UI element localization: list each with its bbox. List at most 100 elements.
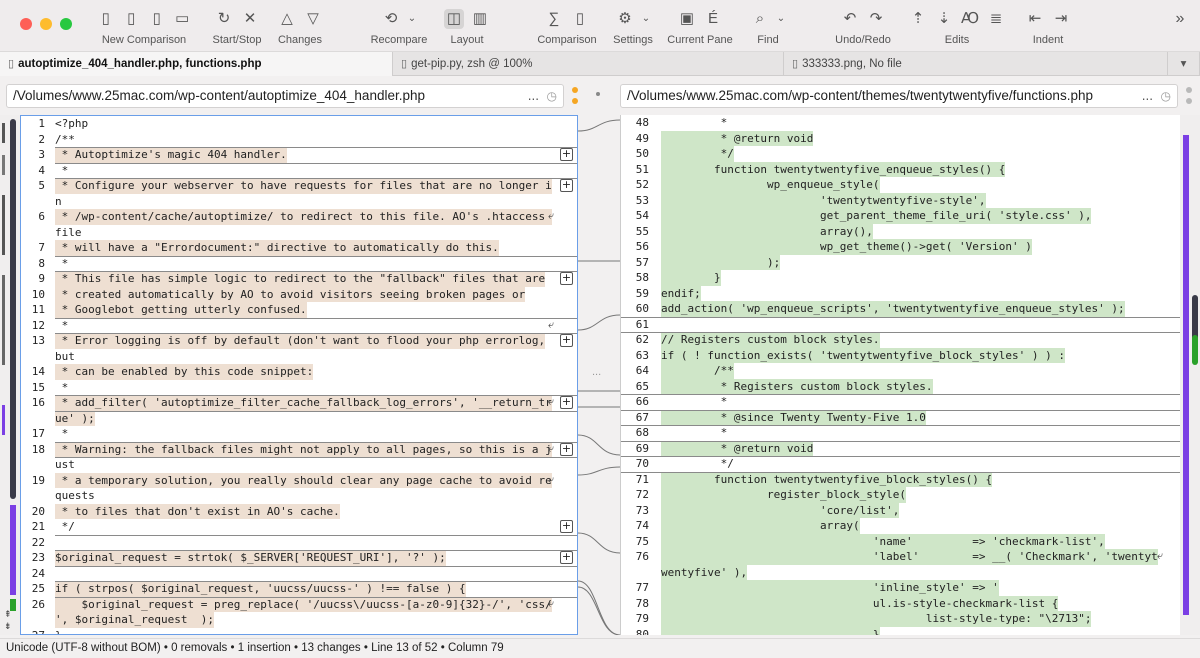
- merge-change-button[interactable]: +: [560, 147, 573, 161]
- layout-three-pane-icon[interactable]: ▥: [472, 10, 488, 27]
- code-line[interactable]: 51 function twentytwentyfive_enqueue_sty…: [621, 161, 1180, 177]
- code-line[interactable]: 3 * Autoptimize's magic 404 handler.: [21, 147, 577, 163]
- merge-change-button[interactable]: +: [560, 178, 573, 192]
- redo-icon[interactable]: ↷: [869, 10, 883, 27]
- code-line[interactable]: 53 'twentytwentyfive-style',: [621, 192, 1180, 208]
- code-line[interactable]: n: [21, 194, 577, 210]
- search-icon[interactable]: ⌕: [755, 10, 765, 27]
- code-line[interactable]: 23$original_request = strtok( $_SERVER['…: [21, 550, 577, 566]
- code-line[interactable]: 7 * will have a "Errordocument:" directi…: [21, 240, 577, 256]
- code-line[interactable]: 21 */: [21, 519, 577, 535]
- code-line[interactable]: 12 *: [21, 318, 577, 334]
- left-path-more-button[interactable]: ...: [527, 88, 539, 103]
- code-line[interactable]: 14 * can be enabled by this code snippet…: [21, 364, 577, 380]
- report-icon[interactable]: ▯: [575, 10, 585, 27]
- code-line[interactable]: 24: [21, 566, 577, 582]
- close-window-button[interactable]: [20, 18, 32, 30]
- code-line[interactable]: 20 * to files that don't exist in AO's c…: [21, 503, 577, 519]
- merge-change-button[interactable]: +: [560, 333, 573, 347]
- code-line[interactable]: 64 /**: [621, 363, 1180, 379]
- code-line[interactable]: 1<?php: [21, 116, 577, 132]
- code-line[interactable]: 19 * a temporary solution, you really sh…: [21, 472, 577, 488]
- tab-get-pip[interactable]: ▯get-pip.py, zsh @ 100%: [393, 52, 784, 76]
- code-line[interactable]: 58 }: [621, 270, 1180, 286]
- code-line[interactable]: 27}: [21, 628, 577, 635]
- merge-change-button[interactable]: +: [560, 519, 573, 533]
- stop-icon[interactable]: ✕: [243, 10, 257, 27]
- code-line[interactable]: 17 *: [21, 426, 577, 442]
- copy-right-icon[interactable]: ⇣: [937, 10, 951, 27]
- code-line[interactable]: 49 * @return void: [621, 130, 1180, 146]
- refresh-icon[interactable]: ↻: [217, 10, 231, 27]
- recompare-icon[interactable]: ⟲: [384, 10, 398, 27]
- code-line[interactable]: 73 'core/list',: [621, 502, 1180, 518]
- code-line[interactable]: 13 * Error logging is off by default (do…: [21, 333, 577, 349]
- minimize-window-button[interactable]: [40, 18, 52, 30]
- code-line[interactable]: 11 * Googlebot getting utterly confused.: [21, 302, 577, 318]
- format-icon[interactable]: Ꜵ: [960, 10, 980, 27]
- merge-change-button[interactable]: +: [560, 550, 573, 564]
- code-line[interactable]: 52 wp_enqueue_style(: [621, 177, 1180, 193]
- code-line[interactable]: 66 *: [621, 394, 1180, 410]
- code-line[interactable]: 4 *: [21, 163, 577, 179]
- merge-change-button[interactable]: +: [560, 271, 573, 285]
- code-line[interactable]: 5 * Configure your webserver to have req…: [21, 178, 577, 194]
- outdent-icon[interactable]: ⇤: [1028, 10, 1042, 27]
- code-line[interactable]: 77 'inline_style' => ': [621, 580, 1180, 596]
- code-line[interactable]: 79 list-style-type: "\2713";: [621, 611, 1180, 627]
- code-line[interactable]: 75 'name' => 'checkmark-list',: [621, 533, 1180, 549]
- history-icon[interactable]: ◷: [1160, 89, 1171, 103]
- code-line[interactable]: 26 $original_request = preg_replace( '/u…: [21, 596, 577, 612]
- save-icon[interactable]: ▣: [679, 10, 695, 27]
- scroll-thumb[interactable]: [10, 119, 16, 499]
- new-binary-icon[interactable]: ▯: [127, 10, 136, 27]
- code-line[interactable]: 56 wp_get_theme()->get( 'Version' ): [621, 239, 1180, 255]
- undo-icon[interactable]: ↶: [843, 10, 857, 27]
- code-line[interactable]: ', $original_request );: [21, 612, 577, 628]
- tab-333333[interactable]: ▯333333.png, No file: [784, 52, 1168, 76]
- code-line[interactable]: quests: [21, 488, 577, 504]
- code-line[interactable]: 15 *: [21, 380, 577, 396]
- code-line[interactable]: but: [21, 349, 577, 365]
- code-line[interactable]: 67 * @since Twenty Twenty-Five 1.0: [621, 409, 1180, 425]
- code-line[interactable]: 71 function twentytwentyfive_block_style…: [621, 471, 1180, 487]
- code-line[interactable]: 57 );: [621, 254, 1180, 270]
- code-line[interactable]: 55 array(),: [621, 223, 1180, 239]
- left-path-field[interactable]: /Volumes/www.25mac.com/wp-content/autopt…: [6, 84, 564, 108]
- code-line[interactable]: 68 *: [621, 425, 1180, 441]
- code-line[interactable]: 6 * /wp-content/cache/autoptimize/ to re…: [21, 209, 577, 225]
- code-line[interactable]: 50 */: [621, 146, 1180, 162]
- code-line[interactable]: 18 * Warning: the fallback files might n…: [21, 441, 577, 457]
- tab-autoptimize[interactable]: ▯autoptimize_404_handler.php, functions.…: [0, 52, 393, 76]
- code-line[interactable]: 2/**: [21, 132, 577, 148]
- code-line[interactable]: 62// Registers custom block styles.: [621, 332, 1180, 348]
- code-line[interactable]: 72 register_block_style(: [621, 487, 1180, 503]
- code-line[interactable]: 80 }: [621, 626, 1180, 635]
- right-path-more-button[interactable]: ...: [1141, 88, 1153, 103]
- code-line[interactable]: 48 *: [621, 115, 1180, 131]
- code-line[interactable]: 70 */: [621, 456, 1180, 472]
- code-line[interactable]: 78 ul.is-style-checkmark-list {: [621, 595, 1180, 611]
- copy-left-icon[interactable]: ⇡: [911, 10, 925, 27]
- code-line[interactable]: 10 * created automatically by AO to avoi…: [21, 286, 577, 302]
- history-icon[interactable]: ◷: [546, 89, 557, 103]
- tab-overflow-button[interactable]: ▾: [1168, 52, 1200, 76]
- code-line[interactable]: ue' );: [21, 410, 577, 426]
- collapse-up-icon[interactable]: ⇞: [4, 609, 12, 619]
- new-file-icon[interactable]: ▯: [101, 10, 110, 27]
- code-line[interactable]: 65 * Registers custom block styles.: [621, 378, 1180, 394]
- summary-icon[interactable]: ∑: [548, 10, 560, 27]
- code-line[interactable]: 69 * @return void: [621, 440, 1180, 456]
- code-line[interactable]: wentyfive' ),: [621, 564, 1180, 580]
- merge-change-button[interactable]: +: [560, 441, 573, 456]
- code-line[interactable]: 22: [21, 535, 577, 551]
- merge-change-button[interactable]: +: [560, 395, 573, 409]
- code-line[interactable]: 9 * This file has simple logic to redire…: [21, 271, 577, 287]
- right-path-field[interactable]: /Volumes/www.25mac.com/wp-content/themes…: [620, 84, 1178, 108]
- lines-icon[interactable]: ≣: [989, 10, 1003, 27]
